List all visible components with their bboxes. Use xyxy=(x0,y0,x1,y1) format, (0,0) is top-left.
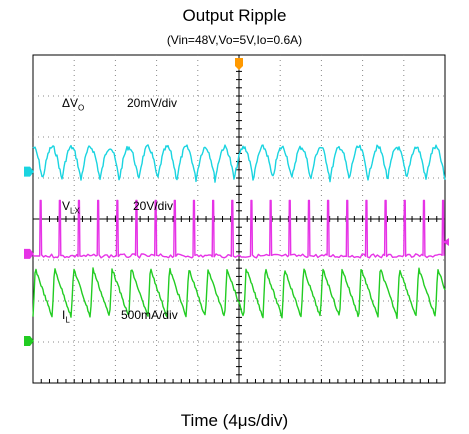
trace-vlx xyxy=(32,199,445,259)
il-label: IL xyxy=(62,308,70,325)
x-axis-label: Time (4μs/div) xyxy=(180,411,289,430)
oscilloscope-plot xyxy=(24,54,449,384)
trace-vo xyxy=(32,144,446,183)
channel-marker xyxy=(24,166,34,177)
channel-markers xyxy=(24,58,449,346)
chart-subtitle: (Vin=48V,Vo=5V,Io=0.6A) xyxy=(166,33,303,47)
dvo-scale: 20mV/div xyxy=(127,96,178,110)
vlx-label: VLX xyxy=(62,199,80,216)
channel-marker xyxy=(24,336,34,346)
graticule xyxy=(32,54,446,384)
dvo-label: ΔVO xyxy=(62,96,85,113)
trace-il xyxy=(32,267,446,320)
chart-title: Output Ripple xyxy=(182,6,287,25)
il-scale: 500mA/div xyxy=(121,308,178,322)
traces xyxy=(32,144,446,320)
vlx-scale: 20V/div xyxy=(133,199,174,213)
trigger-marker xyxy=(235,58,243,70)
channel-marker xyxy=(24,248,34,259)
trigger-level-marker xyxy=(443,238,449,246)
